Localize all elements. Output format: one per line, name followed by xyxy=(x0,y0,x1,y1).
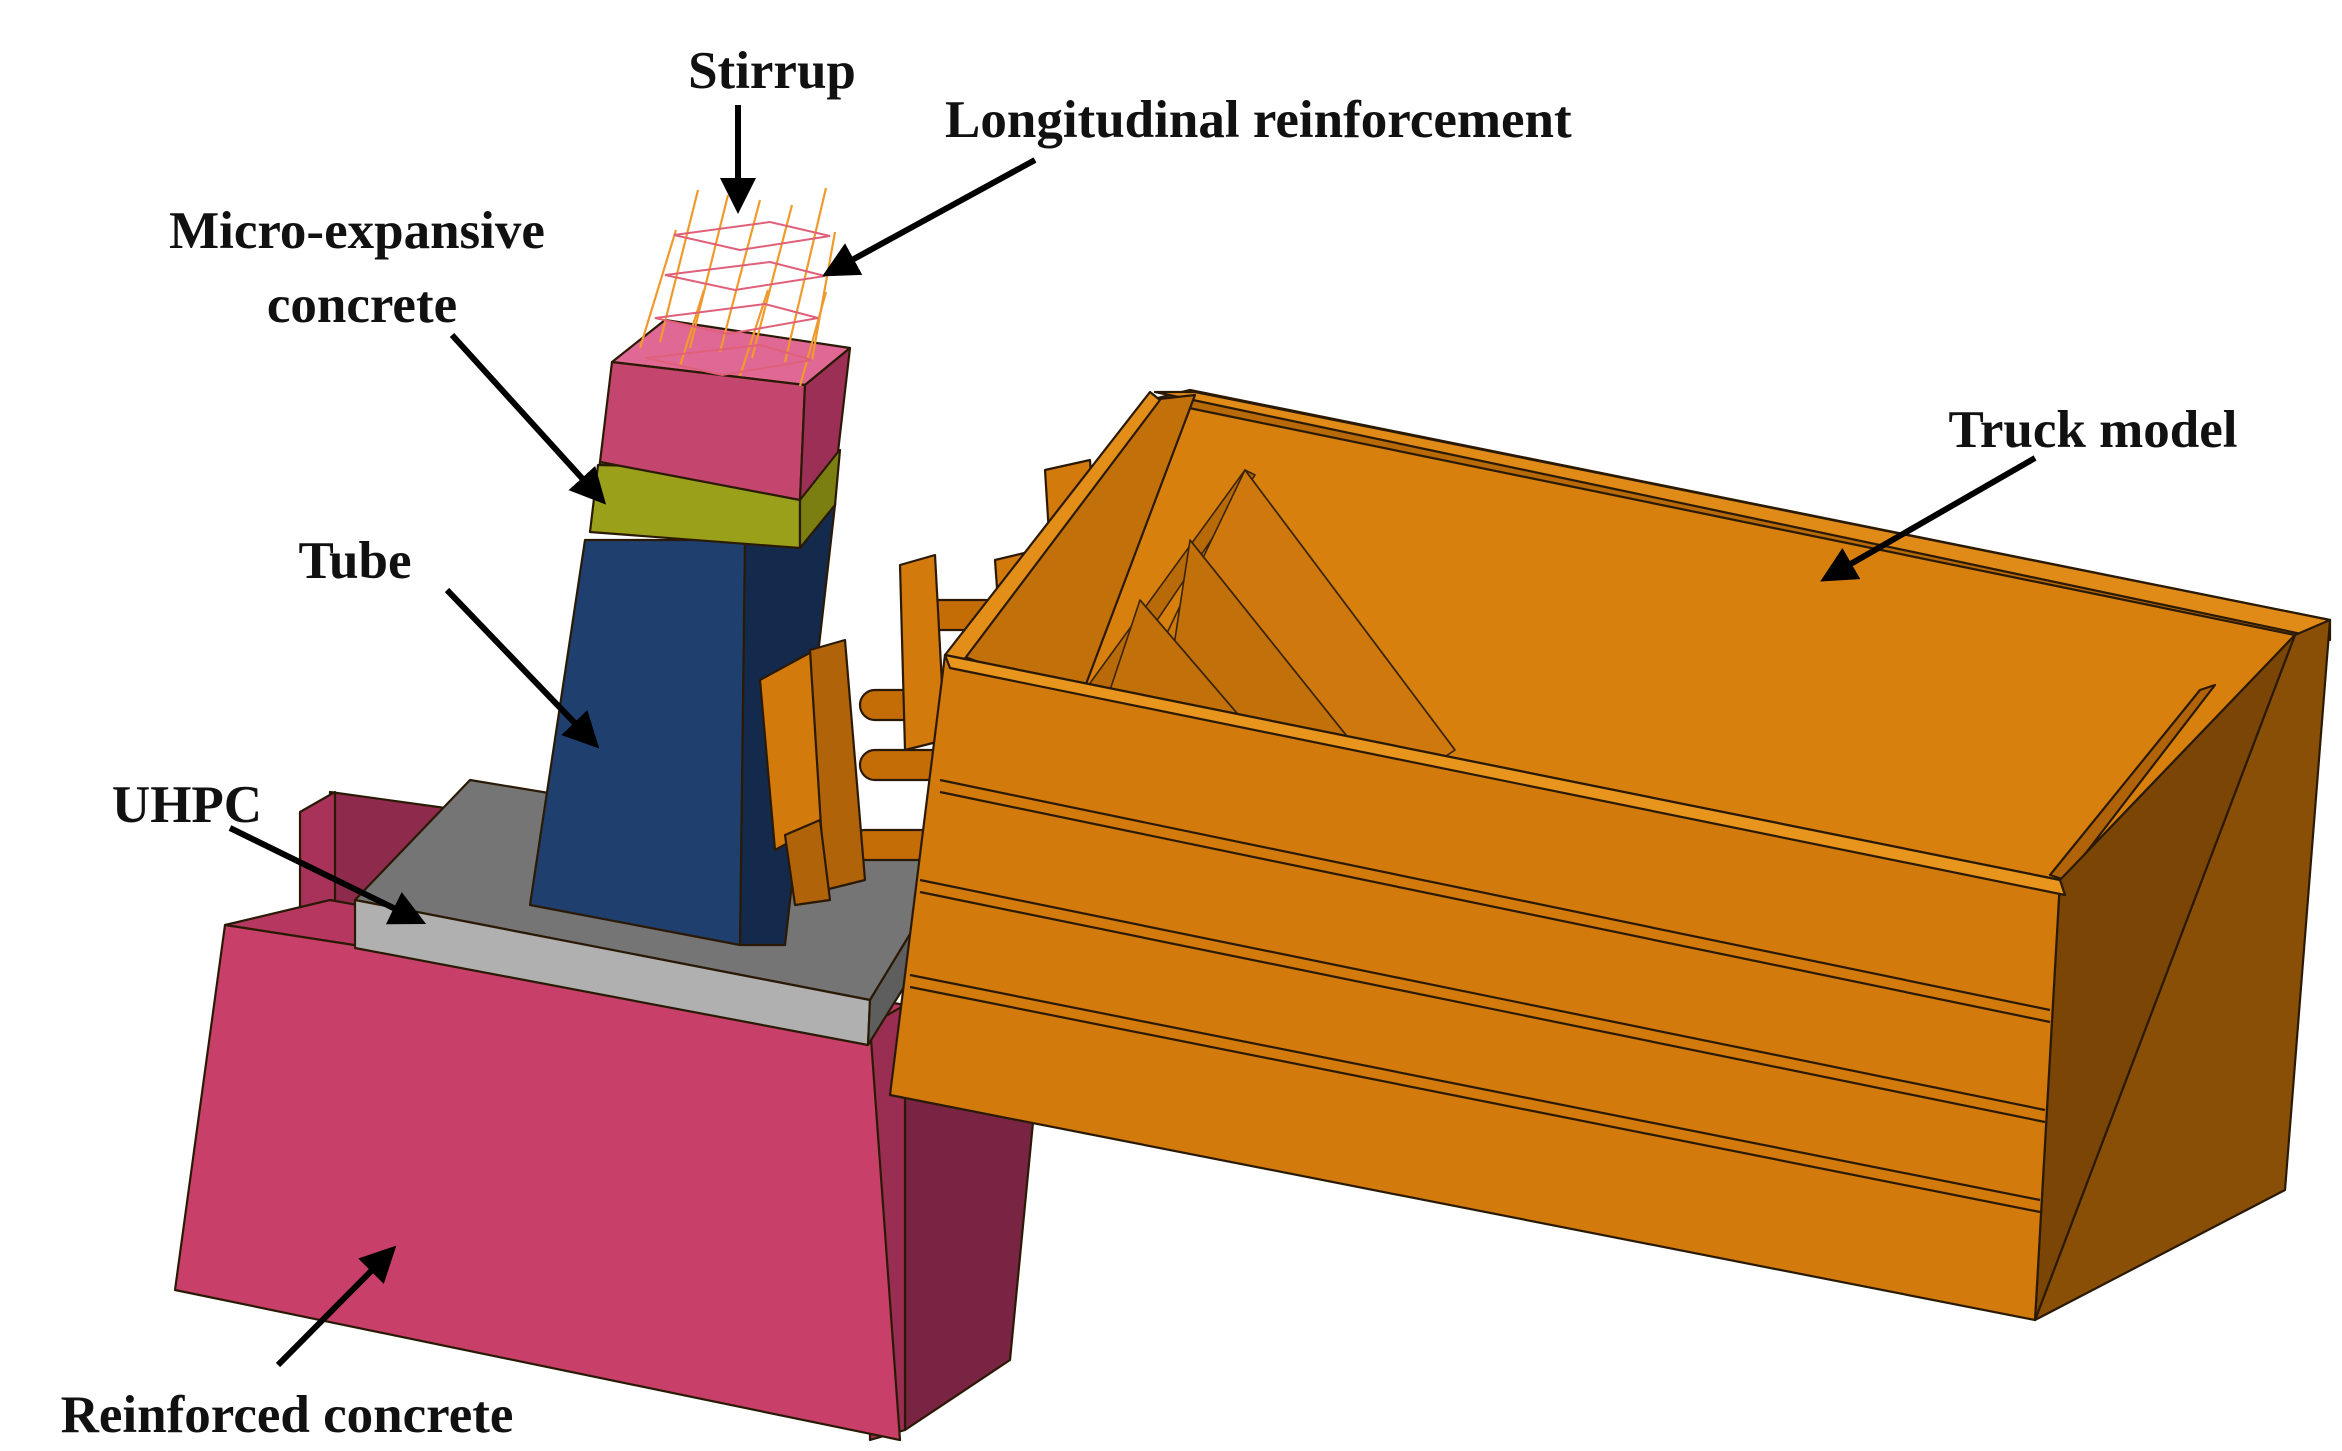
stirrup-label: Stirrup xyxy=(688,42,856,100)
truck-model-arrow xyxy=(1820,455,2037,582)
longitudinal-reinforcement-label: Longitudinal reinforcement xyxy=(945,91,1572,149)
reinforced-concrete-arrow xyxy=(275,1245,397,1368)
annotation-arrows xyxy=(228,105,2037,1368)
uhpc-arrow xyxy=(228,825,427,925)
tube-arrow xyxy=(444,587,600,749)
reinforced-concrete-label: Reinforced concrete xyxy=(61,1386,514,1444)
longitudinal-arrow xyxy=(822,157,1037,277)
truck-model-label: Truck model xyxy=(1948,401,2237,459)
column-top xyxy=(598,318,852,502)
uhpc-label: UHPC xyxy=(112,776,262,834)
annotation-labels: Stirrup Longitudinal reinforcement Micro… xyxy=(61,42,2238,1444)
truck-model xyxy=(888,388,2332,1322)
micro-expansive-label-line1: Micro-expansive xyxy=(169,202,545,260)
micro-expansive-arrow xyxy=(449,332,607,505)
tube-label: Tube xyxy=(299,532,412,590)
rebar-cage xyxy=(638,187,837,387)
micro-expansive-label-line2: concrete xyxy=(267,276,457,334)
